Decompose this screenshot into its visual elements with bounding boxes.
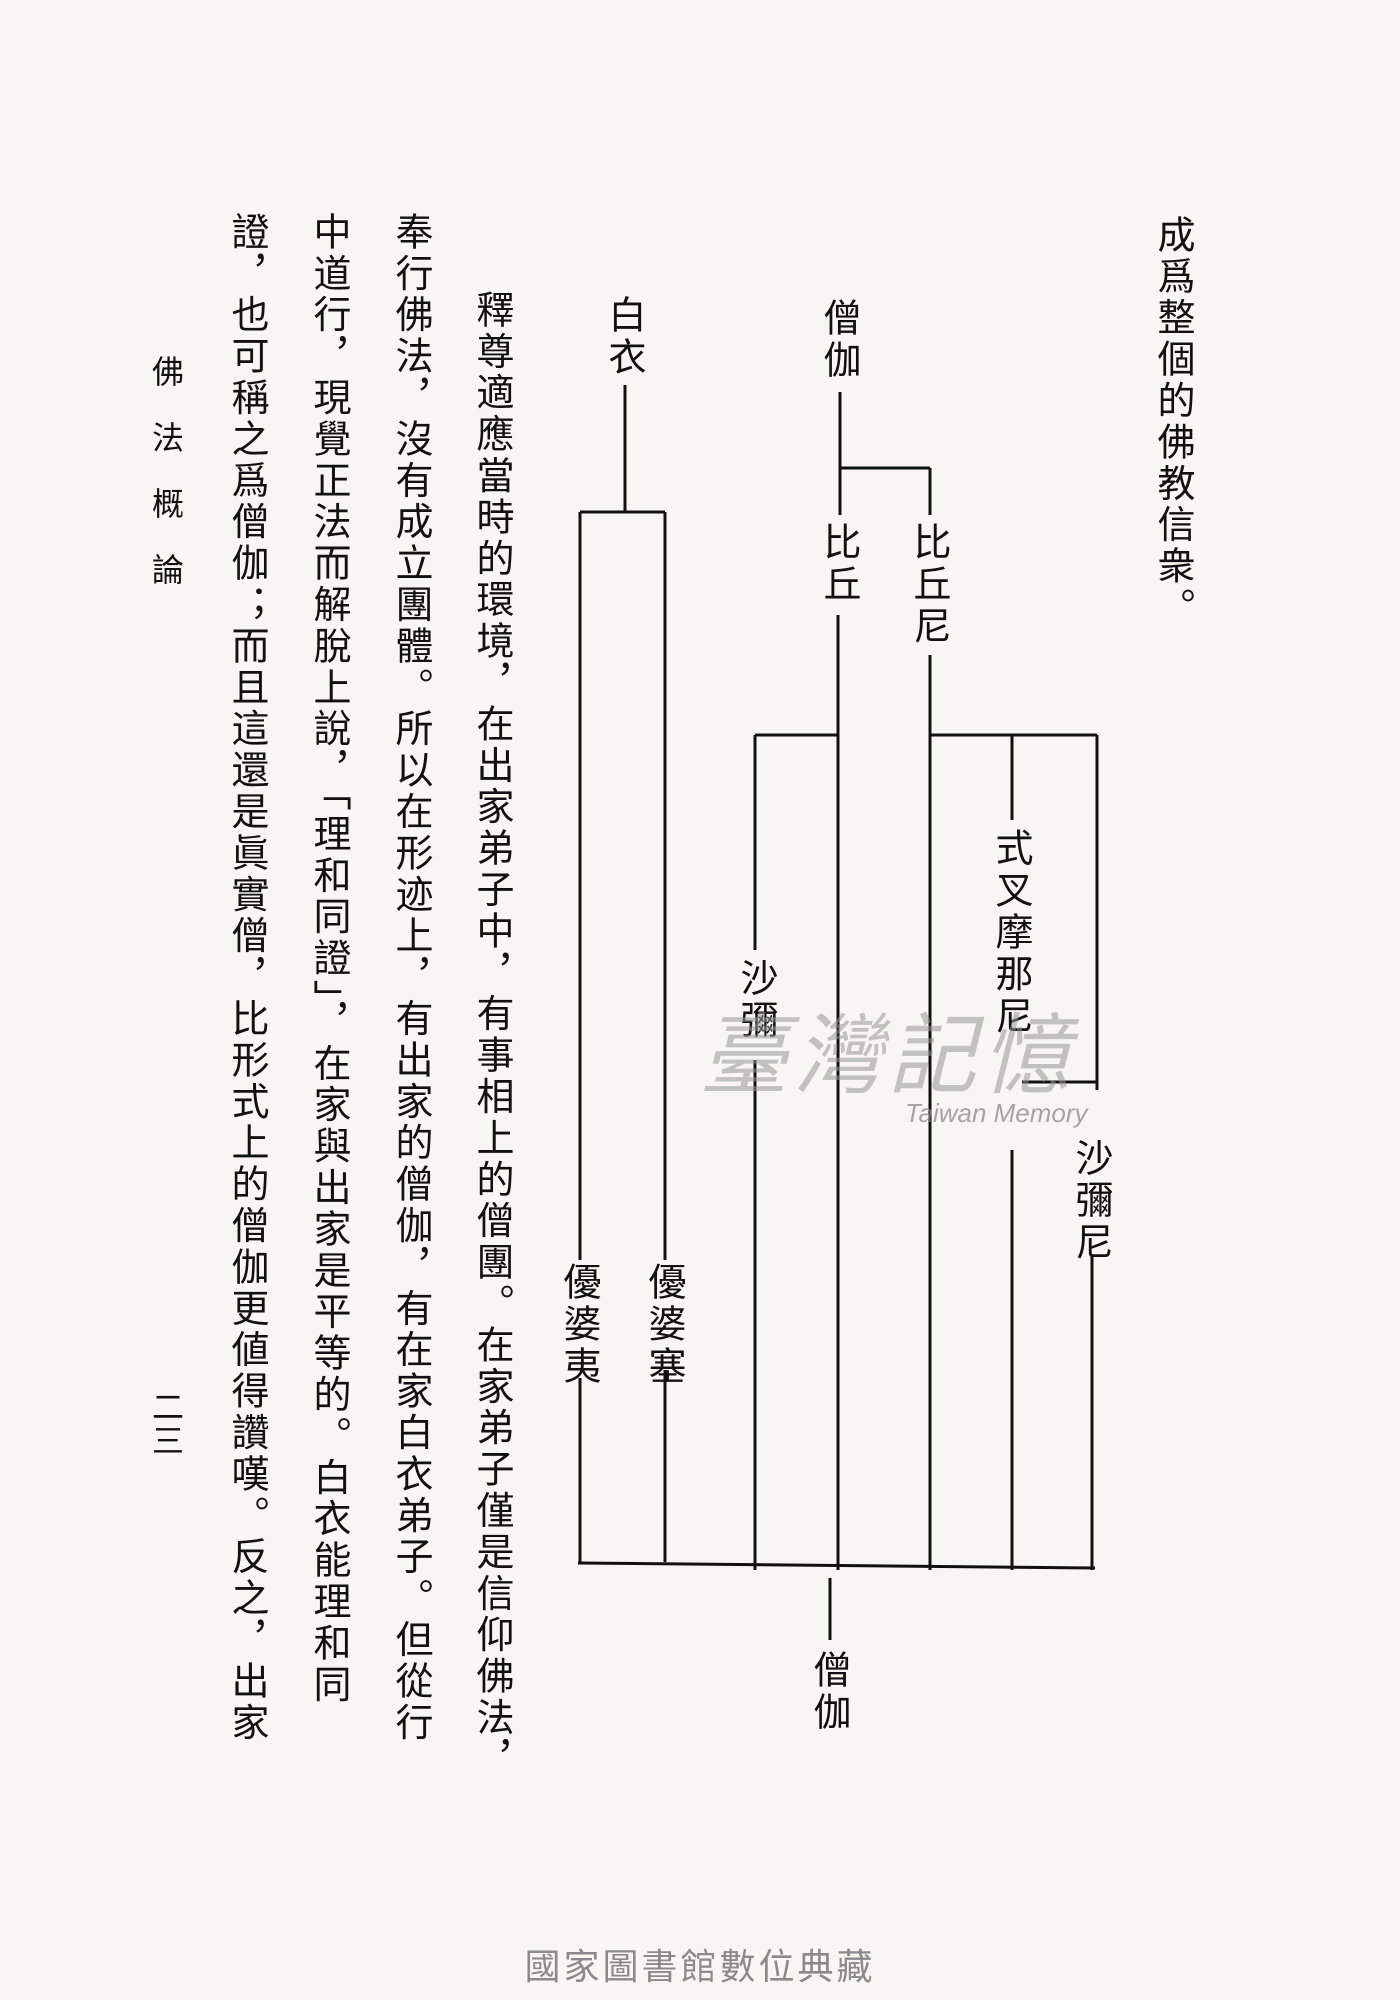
node-top-sangha: 僧伽	[817, 298, 861, 382]
running-head: 佛法概論	[147, 355, 185, 619]
node-bhikkhu: 比丘	[817, 522, 861, 606]
node-upasika: 優婆夷	[557, 1262, 601, 1388]
watermark-logo: 臺灣記憶	[700, 1004, 1077, 1107]
page-number: 二三	[147, 1390, 185, 1458]
node-bhikkhuni: 比丘尼	[907, 522, 951, 648]
node-bottom-sangha: 僧伽	[807, 1650, 851, 1734]
body-column-4: 證，也可稱之爲僧伽；而且這還是眞實僧，比形式上的僧伽更値得讚嘆。反之，出家	[225, 212, 269, 1744]
node-laity: 白衣	[602, 295, 646, 379]
watermark-subtext: Taiwan Memory	[905, 1098, 1088, 1128]
node-upasaka: 優婆塞	[642, 1262, 686, 1388]
node-samaneri: 沙彌尼	[1069, 1138, 1113, 1264]
body-column-2: 奉行佛法，沒有成立團體。所以在形迹上，有出家的僧伽，有在家白衣弟子。但從行	[389, 212, 433, 1744]
header-text: 成爲整個的佛教信衆。	[1151, 215, 1195, 629]
footer-credit: 國家圖書館數位典藏	[524, 1947, 876, 1988]
node-sikkhamana: 式叉摩那尼	[989, 828, 1033, 1038]
node-samanera: 沙彌	[734, 958, 778, 1042]
body-column-1: 釋尊適應當時的環境，在出家弟子中，有事相上的僧團。在家弟子僅是信仰佛法，	[470, 290, 514, 1781]
body-column-3: 中道行，現覺正法而解脫上說，「理和同證」，在家與出家是平等的。白衣能理和同	[307, 212, 351, 1706]
